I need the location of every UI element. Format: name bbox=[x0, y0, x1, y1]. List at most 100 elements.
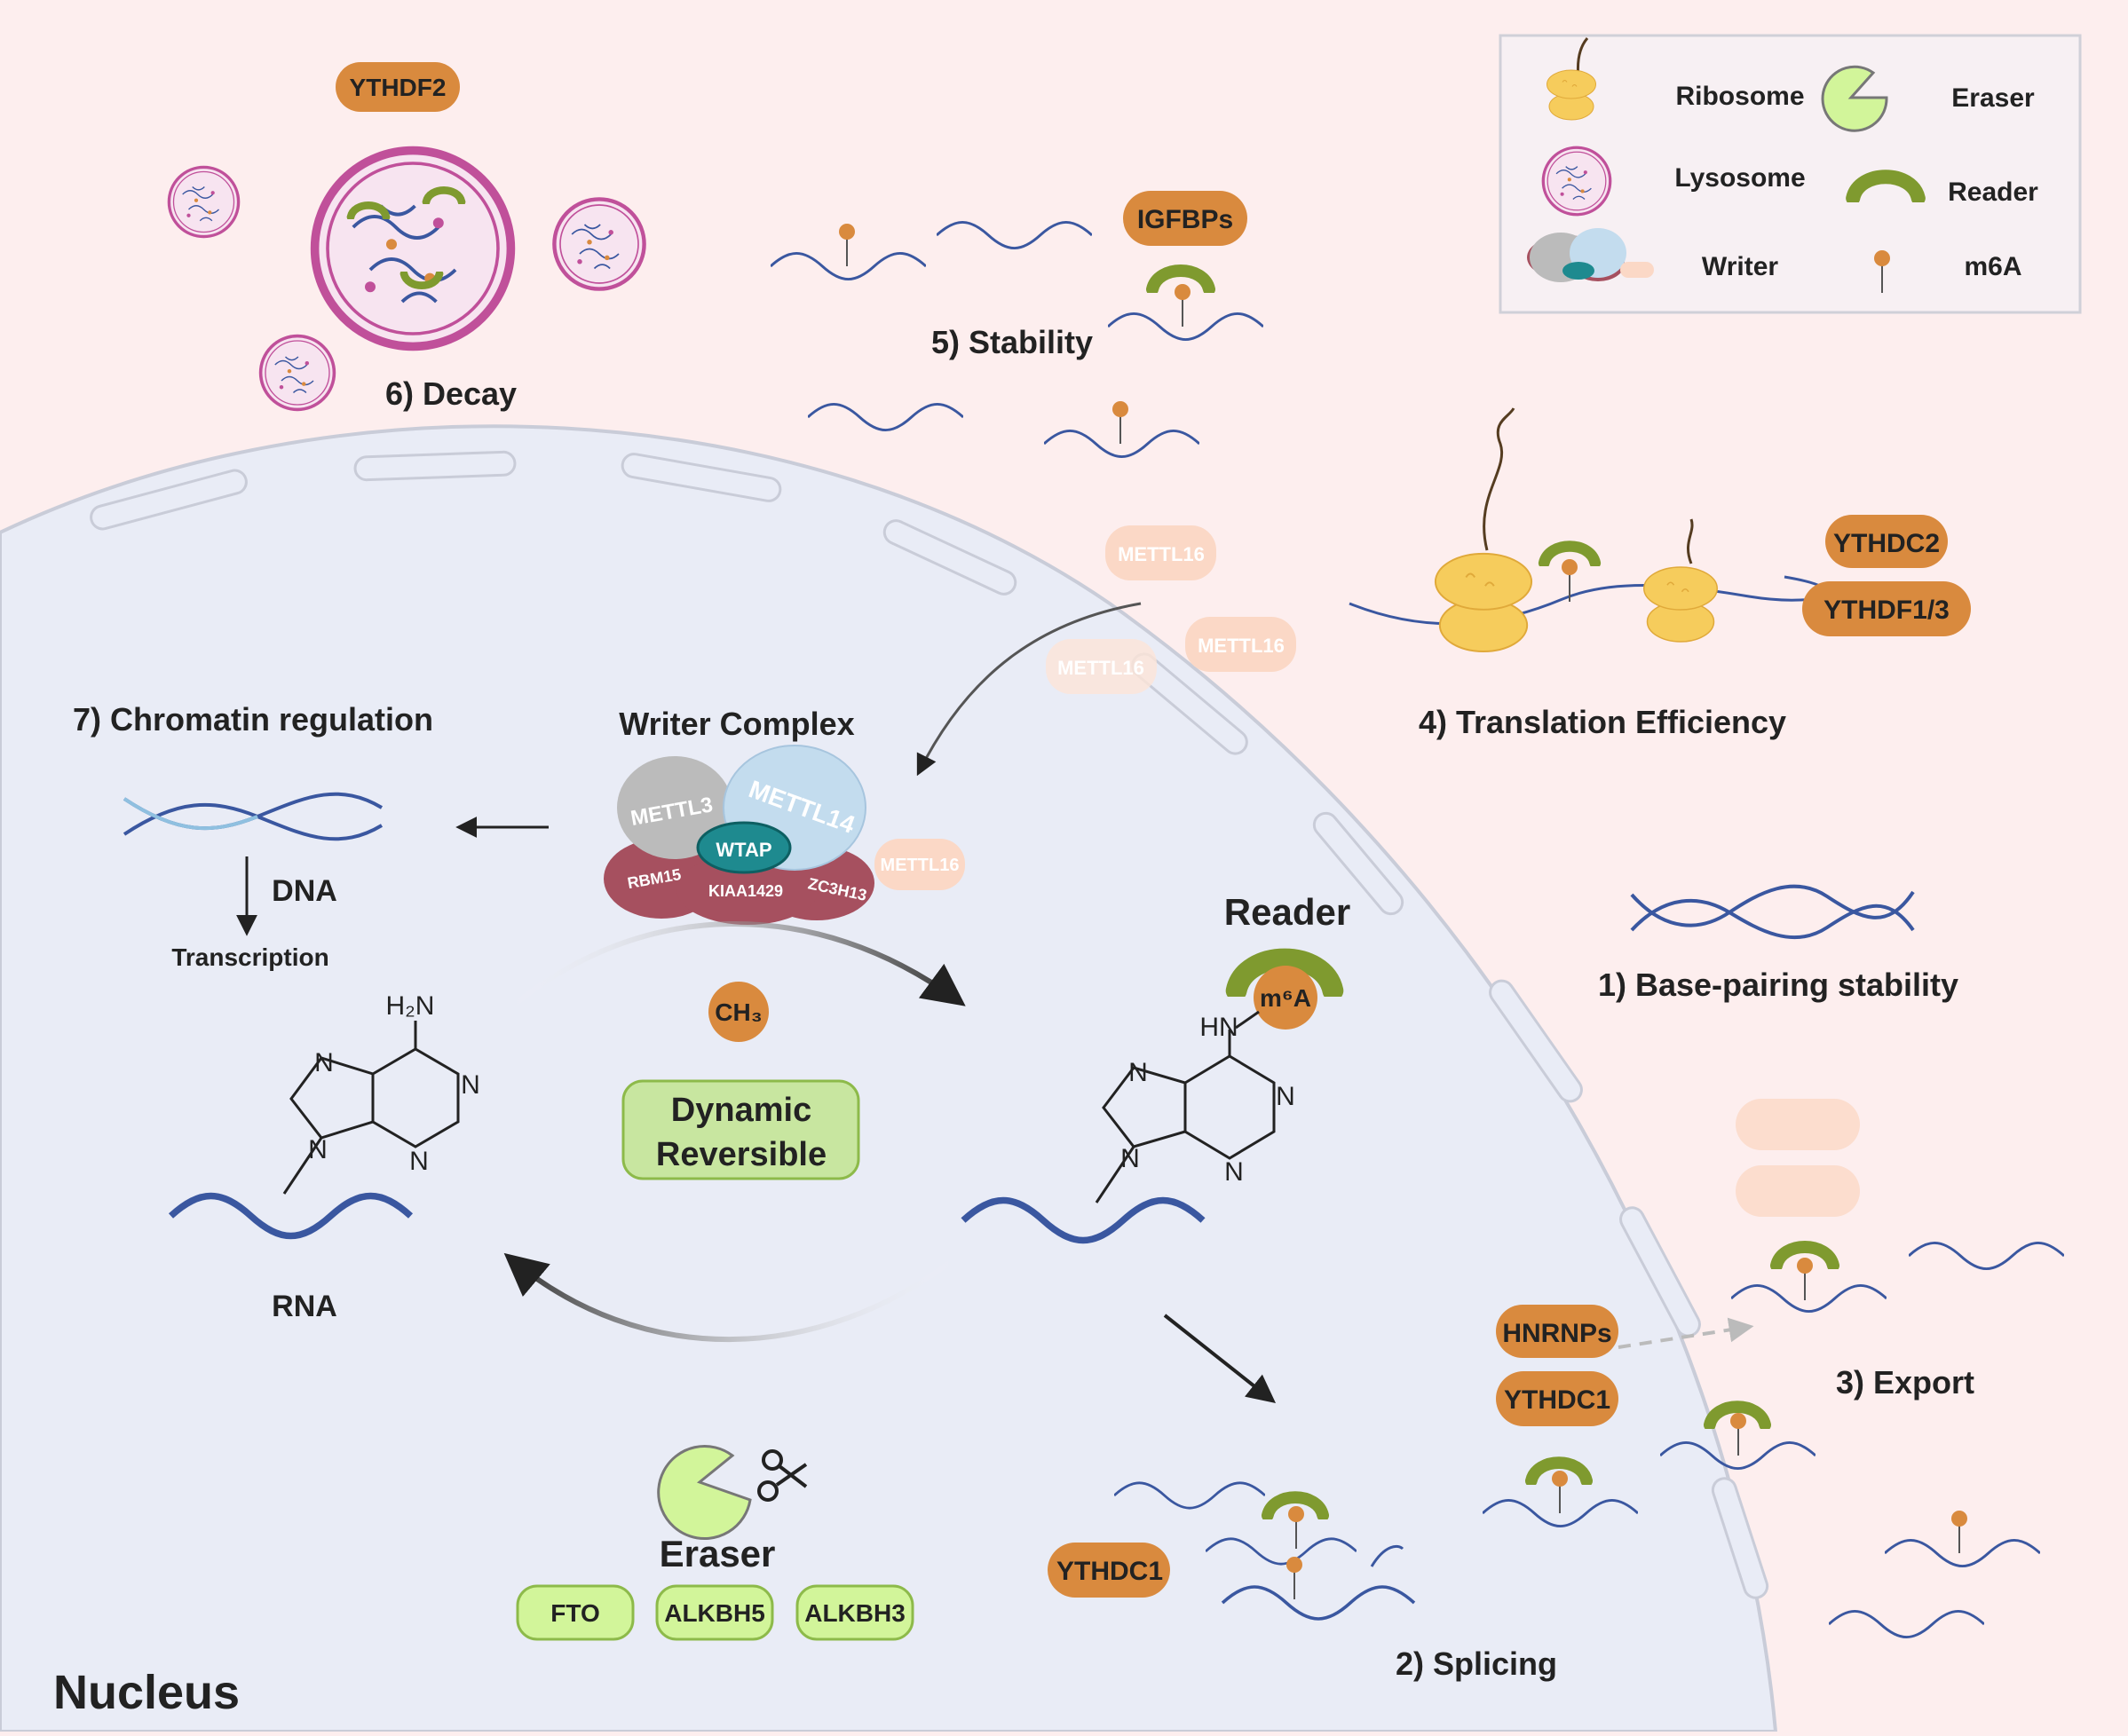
m6a-mark bbox=[1111, 400, 1129, 444]
svg-text:HNRNPs: HNRNPs bbox=[1502, 1319, 1611, 1348]
splicing-section: YTHDC1 2) Splicing bbox=[1048, 1314, 1557, 1682]
demethylation-arrow bbox=[503, 1252, 961, 1343]
kiaa1429-unit bbox=[676, 854, 819, 925]
export-section: HNRNPs YTHDC1 3) Export bbox=[1483, 1099, 2064, 1639]
m6a-mark bbox=[1950, 1510, 1968, 1553]
legend-m6a-label: m6A bbox=[1964, 252, 2021, 281]
chromatin-section: 7) Chromatin regulation DNA Transcriptio… bbox=[73, 701, 549, 971]
svg-text:YTHDC1: YTHDC1 bbox=[1056, 1557, 1163, 1586]
rna-strand bbox=[937, 220, 1092, 250]
svg-text:METTL16: METTL16 bbox=[881, 856, 960, 875]
svg-text:CH₃: CH₃ bbox=[715, 998, 762, 1026]
splicing-label: 2) Splicing bbox=[1396, 1645, 1557, 1682]
rna-strand bbox=[1044, 429, 1199, 459]
decay-label: 6) Decay bbox=[385, 375, 517, 412]
writer-complex-title: Writer Complex bbox=[619, 706, 854, 742]
svg-text:N: N bbox=[409, 1147, 429, 1176]
svg-text:METTL16: METTL16 bbox=[1057, 657, 1144, 679]
svg-text:METTL16: METTL16 bbox=[1198, 635, 1285, 657]
rna-strand bbox=[1885, 1538, 2040, 1568]
mrna-strand bbox=[1349, 575, 1829, 626]
writer-icon bbox=[1527, 228, 1654, 282]
ribosome-icon bbox=[1546, 37, 1597, 121]
rna-strand bbox=[808, 402, 963, 432]
legend-writer-label: Writer bbox=[1702, 252, 1778, 281]
stability-section: IGFBPs 5) Stability bbox=[771, 191, 1263, 459]
svg-text:Dynamic: Dynamic bbox=[671, 1092, 811, 1129]
legend: Ribosome Lysosome Writer Eraser Reader m… bbox=[1499, 34, 2082, 314]
rna-strand bbox=[1829, 1609, 1984, 1639]
fto-badge bbox=[516, 1584, 635, 1641]
svg-text:N: N bbox=[1276, 1082, 1295, 1111]
svg-text:ALKBH5: ALKBH5 bbox=[664, 1599, 765, 1627]
svg-text:N: N bbox=[1128, 1058, 1148, 1087]
svg-text:IGFBPs: IGFBPs bbox=[1137, 205, 1233, 234]
svg-text:HN: HN bbox=[1199, 1013, 1238, 1042]
ribosome-1 bbox=[1434, 552, 1533, 652]
stability-label: 5) Stability bbox=[931, 324, 1093, 360]
legend-lysosome-label: Lysosome bbox=[1674, 163, 1805, 193]
m6a-mark bbox=[1796, 1257, 1814, 1300]
ythdc1-export-badge bbox=[1496, 1371, 1618, 1426]
methylation-arrow bbox=[504, 920, 966, 1014]
translation-label: 4) Translation Efficiency bbox=[1419, 704, 1786, 740]
m6a-molecule bbox=[1095, 1010, 1276, 1203]
svg-text:FTO: FTO bbox=[550, 1599, 599, 1627]
ch3-circle bbox=[708, 982, 769, 1042]
rna-strand bbox=[1108, 312, 1263, 342]
ythdc1-badge bbox=[1048, 1543, 1170, 1598]
ribosome-2 bbox=[1642, 566, 1719, 643]
svg-text:YTHDF2: YTHDF2 bbox=[350, 74, 447, 101]
nucleus-body bbox=[0, 424, 1778, 1733]
svg-text:WTAP: WTAP bbox=[716, 839, 771, 861]
export-label: 3) Export bbox=[1836, 1364, 1974, 1401]
svg-text:N: N bbox=[308, 1135, 328, 1164]
legend-reader-label: Reader bbox=[1948, 178, 2038, 207]
mettl16-badge bbox=[874, 839, 965, 890]
svg-text:N: N bbox=[1120, 1144, 1140, 1173]
eraser-heading: Eraser bbox=[660, 1533, 776, 1574]
alkbh5-badge bbox=[655, 1584, 774, 1641]
svg-text:ALKBH3: ALKBH3 bbox=[804, 1599, 906, 1627]
legend-ribosome-label: Ribosome bbox=[1675, 82, 1804, 111]
alkbh3-badge bbox=[795, 1584, 914, 1641]
export-blob-2 bbox=[1736, 1165, 1860, 1217]
m6a-mark bbox=[1174, 283, 1191, 327]
svg-text:METTL16: METTL16 bbox=[1118, 543, 1205, 565]
m6a-mark bbox=[838, 223, 856, 266]
svg-text:KIAA1429: KIAA1429 bbox=[708, 882, 783, 900]
svg-text:N: N bbox=[461, 1070, 480, 1100]
base-pairing-section: 1) Base-pairing stability bbox=[1598, 884, 1958, 1003]
ythdc2-badge bbox=[1825, 515, 1948, 568]
transcription-label: Transcription bbox=[171, 943, 328, 971]
svg-text:YTHDC2: YTHDC2 bbox=[1833, 529, 1940, 558]
eraser-section: Eraser FTO ALKBH5 ALKBH3 bbox=[516, 1445, 914, 1641]
svg-text:N: N bbox=[1224, 1157, 1244, 1187]
rna-strand bbox=[1909, 1241, 2064, 1271]
svg-text:N: N bbox=[314, 1048, 334, 1077]
chromatin-label: 7) Chromatin regulation bbox=[73, 701, 433, 738]
writer-complex: Writer Complex METTL3 METTL14 WTAP RBM15… bbox=[604, 706, 965, 925]
import-arrow bbox=[916, 602, 1142, 777]
reader-heading: Reader bbox=[1224, 891, 1350, 933]
dynamic-reversible-box bbox=[621, 1079, 860, 1180]
export-blob-1 bbox=[1736, 1099, 1860, 1150]
scissors-icon bbox=[757, 1449, 808, 1502]
mettl16-group: METTL16 METTL16 METTL16 bbox=[916, 525, 1296, 777]
nuclear-pores bbox=[90, 450, 1769, 1599]
mettl3-unit bbox=[617, 756, 732, 859]
lysosome-small-3 bbox=[258, 334, 336, 412]
ythdf2-badge bbox=[336, 62, 460, 112]
lysosome-large bbox=[315, 151, 511, 347]
dna-label: DNA bbox=[272, 874, 337, 908]
lysosome-small-1 bbox=[167, 165, 241, 239]
svg-text:m⁶A: m⁶A bbox=[1260, 984, 1311, 1012]
nucleus-label: Nucleus bbox=[53, 1666, 240, 1719]
svg-text:YTHDF1/3: YTHDF1/3 bbox=[1823, 596, 1950, 625]
legend-eraser-label: Eraser bbox=[1951, 83, 2035, 113]
eraser-pacman-icon bbox=[657, 1445, 752, 1541]
ythdf13-badge bbox=[1802, 581, 1971, 636]
lysosome-icon bbox=[1541, 146, 1612, 217]
